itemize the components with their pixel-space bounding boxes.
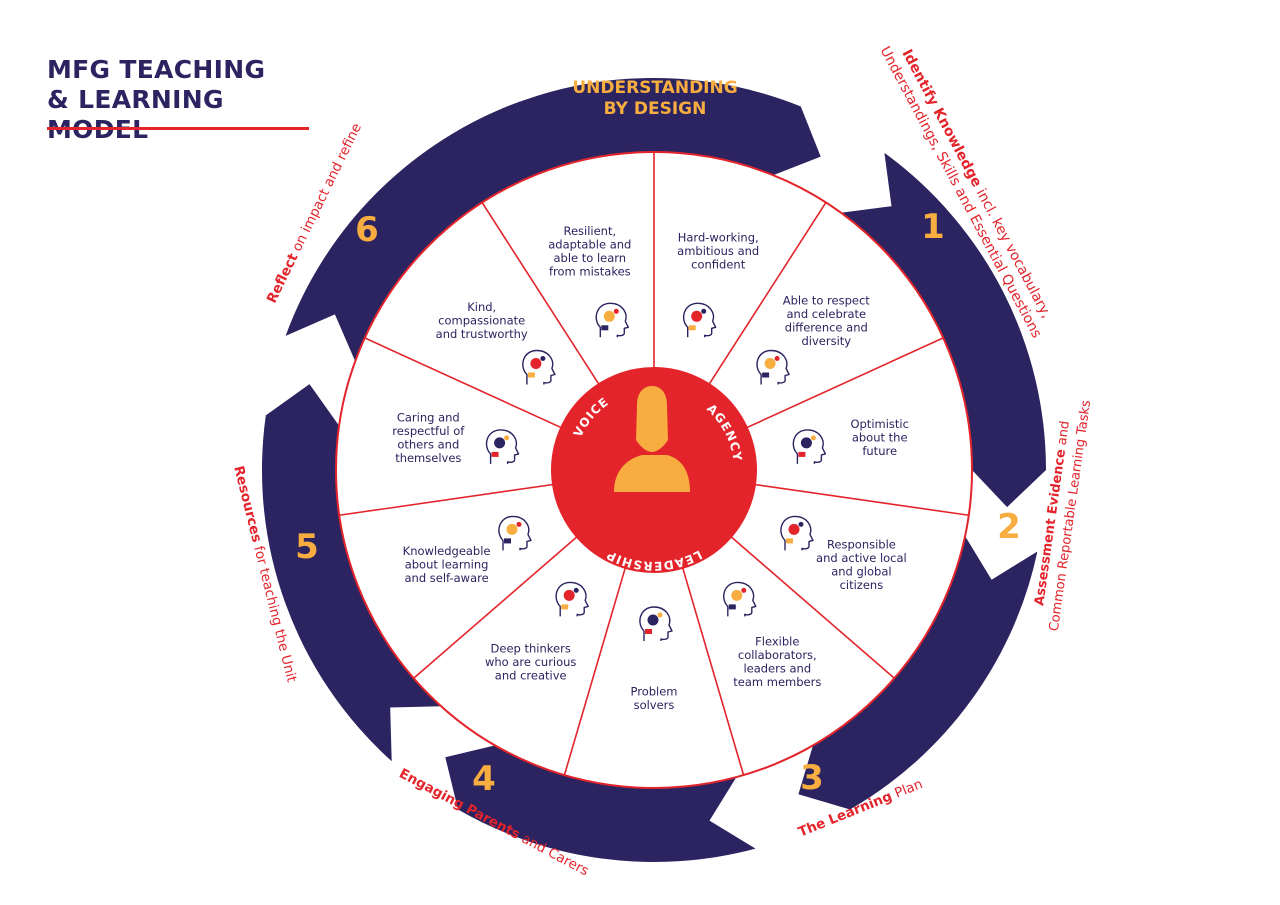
attribute-label-line: Hard-working,: [678, 231, 759, 245]
attribute-label-line: about learning: [405, 558, 489, 572]
title-underline: [47, 127, 309, 130]
obstacle-head-icon: [595, 302, 629, 338]
attribute-label-line: citizens: [840, 578, 884, 592]
attribute-label-line: and global: [831, 565, 891, 579]
step-caption-bold: Resources: [230, 464, 264, 544]
wheel-divider: [744, 337, 944, 430]
step-caption-bold: Reflect: [264, 250, 302, 305]
attribute-label-line: difference and: [785, 320, 868, 334]
page-title: MFG TEACHING & LEARNING MODEL: [47, 55, 317, 145]
globe-head-icon: [780, 515, 814, 551]
attribute-label-line: collaborators,: [738, 648, 817, 662]
title-line-2: & LEARNING MODEL: [47, 85, 224, 144]
wheel-divider: [364, 337, 564, 430]
step-number-3: 3: [800, 758, 824, 798]
attribute-label-line: adaptable and: [548, 238, 631, 252]
banner-line-2: BY DESIGN: [604, 99, 707, 119]
attribute-label-line: Optimistic: [850, 417, 908, 431]
attribute-label-line: and trustworthy: [436, 327, 528, 341]
attribute-label-line: and creative: [495, 668, 567, 682]
wheel-divider: [707, 202, 827, 387]
rainbow-head-icon: [756, 349, 790, 385]
step-caption-rest: Plan: [888, 776, 925, 803]
attribute-label-line: solvers: [634, 698, 675, 712]
step-caption-rest: and: [1054, 420, 1073, 450]
wheel-divider: [481, 202, 601, 387]
attribute-label-line: ambitious and: [677, 244, 759, 258]
title-line-1: MFG TEACHING: [47, 55, 266, 84]
attribute-label-line: Knowledgeable: [403, 544, 491, 558]
heart-shield-head-icon: [522, 349, 556, 385]
attribute-label-line: compassionate: [438, 314, 525, 328]
banner-line-1: UNDERSTANDING: [572, 78, 737, 98]
wheel-divider: [729, 534, 895, 679]
wheel-divider: [681, 565, 745, 776]
step-number-5: 5: [295, 527, 319, 567]
attribute-label-line: from mistakes: [549, 265, 631, 279]
wheel-divider: [752, 483, 969, 517]
ring-arrow-6: [285, 101, 569, 362]
attribute-label-line: Problem: [630, 684, 677, 698]
attribute-label-line: others and: [397, 437, 459, 451]
gears-head-icon: [723, 581, 757, 617]
attribute-label-line: leaders and: [743, 662, 811, 676]
step-number-2: 2: [997, 507, 1021, 547]
attribute-label-line: team members: [733, 675, 821, 689]
attribute-label-line: Resilient,: [563, 224, 616, 238]
attribute-label-line: Kind,: [467, 300, 496, 314]
people-in-hands-icon: [485, 429, 520, 464]
wheel-divider: [563, 565, 627, 776]
ring-arrow-2: [840, 152, 1046, 508]
growing-tree-head-icon: [792, 429, 827, 464]
attribute-label-line: and self-aware: [405, 571, 489, 585]
attribute-label-line: Flexible: [755, 635, 799, 649]
attribute-label-line: about the: [852, 431, 908, 445]
ring-arrow-1: [458, 77, 821, 195]
graduation-head-icon: [498, 515, 532, 551]
step-number-4: 4: [472, 759, 496, 799]
attribute-label-line: Responsible: [827, 538, 896, 552]
person-head: [636, 386, 668, 452]
attribute-label-line: Deep thinkers: [491, 641, 571, 655]
ring-arrow-4: [445, 745, 756, 862]
attribute-label-line: able to learn: [553, 251, 626, 265]
attribute-label-line: Caring and: [397, 410, 460, 424]
step-number-6: 6: [355, 210, 379, 250]
target-head-icon: [639, 606, 673, 641]
attribute-label-line: and celebrate: [786, 307, 866, 321]
question-head-icon: [555, 581, 589, 617]
attribute-label-line: future: [862, 444, 897, 458]
wheel-divider: [339, 483, 556, 517]
attribute-label-line: Able to respect: [783, 293, 871, 307]
ring-arrow-5: [261, 384, 442, 762]
attribute-label-line: and active local: [816, 551, 907, 565]
person-icon: [614, 455, 690, 492]
attribute-label-line: themselves: [395, 451, 461, 465]
step-number-1: 1: [921, 207, 945, 247]
climbing-ladder-head-icon: [682, 302, 717, 338]
ring-arrow-3: [798, 536, 1038, 810]
attribute-label-line: who are curious: [485, 655, 577, 669]
attribute-label-line: diversity: [801, 334, 851, 348]
attribute-label-line: confident: [691, 258, 746, 272]
wheel-divider: [413, 534, 579, 679]
attribute-label-line: respectful of: [392, 424, 465, 438]
